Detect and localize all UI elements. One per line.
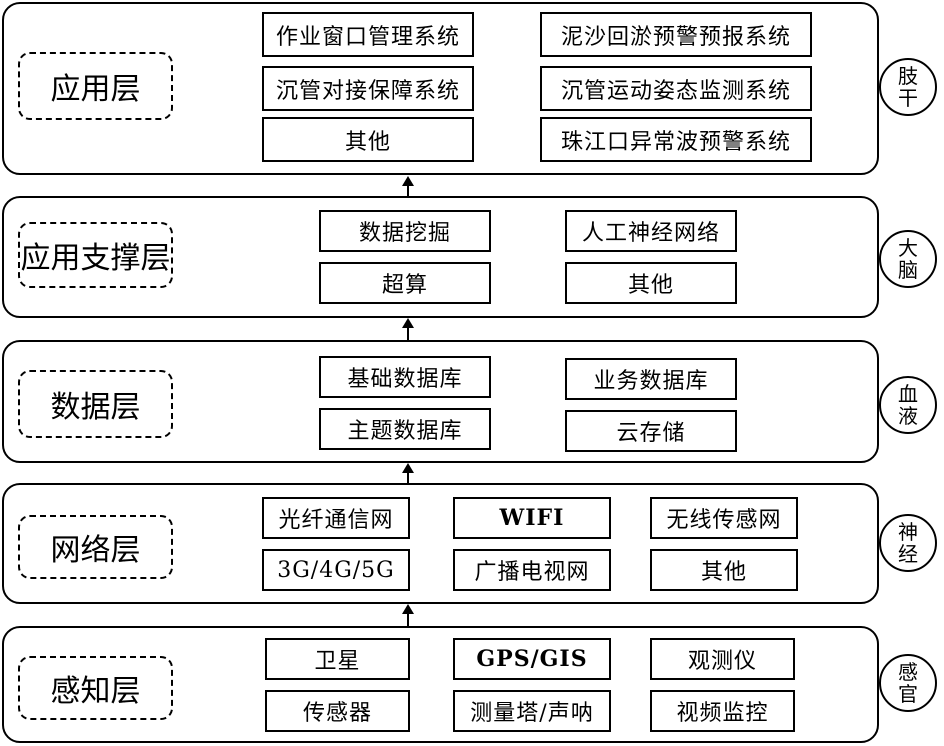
network-mobile: 3G/4G/5G	[262, 549, 410, 591]
app-system-wave-warning: 珠江口异常波预警系统	[540, 117, 812, 162]
side-label-brain: 大 脑	[879, 230, 937, 288]
side-label-blood-char-2: 液	[898, 404, 918, 428]
data-theme-database: 主题数据库	[319, 408, 491, 450]
arrow-head	[402, 463, 414, 473]
side-label-brain-char-2: 脑	[898, 258, 918, 282]
data-base-database: 基础数据库	[319, 356, 491, 398]
data-layer-label: 数据层	[18, 370, 173, 438]
perception-observer: 观测仪	[650, 638, 795, 680]
network-wifi: WIFI	[453, 497, 611, 539]
network-other: 其他	[650, 549, 798, 591]
side-label-nerve-char-2: 经	[898, 542, 918, 566]
app-system-tunnel-motion-monitor: 沉管运动姿态监测系统	[540, 66, 812, 111]
perception-video-monitor: 视频监控	[650, 690, 795, 732]
side-label-nerve: 神 经	[879, 514, 937, 572]
side-label-senses-char-1: 感	[898, 660, 918, 684]
perception-tower-sonar: 测量塔/声呐	[453, 690, 611, 732]
support-neural-network: 人工神经网络	[565, 210, 737, 252]
side-label-nerve-char-1: 神	[898, 520, 918, 544]
perception-satellite: 卫星	[265, 638, 410, 680]
side-label-senses: 感 官	[879, 654, 937, 712]
network-layer	[2, 483, 879, 604]
arrow-head	[402, 318, 414, 328]
perception-sensor: 传感器	[265, 690, 410, 732]
perception-layer-label: 感知层	[18, 656, 173, 720]
arrow-shaft	[407, 471, 409, 483]
arrow-shaft	[407, 184, 409, 196]
application-support-layer	[2, 196, 879, 318]
app-system-other: 其他	[262, 117, 474, 162]
application-layer	[2, 2, 879, 175]
arrow-head	[402, 176, 414, 186]
app-system-tunnel-docking: 沉管对接保障系统	[262, 66, 474, 111]
data-layer	[2, 340, 879, 463]
support-other: 其他	[565, 262, 737, 304]
data-business-database: 业务数据库	[565, 358, 737, 400]
side-label-limbs-char-2: 干	[898, 86, 918, 110]
network-fiber: 光纤通信网	[262, 497, 410, 539]
network-layer-label: 网络层	[18, 515, 173, 579]
side-label-blood-char-1: 血	[898, 382, 918, 406]
side-label-limbs: 肢 干	[879, 58, 937, 116]
side-label-senses-char-2: 官	[898, 682, 918, 706]
side-label-brain-char-1: 大	[898, 236, 918, 260]
application-support-layer-label: 应用支撑层	[18, 222, 173, 288]
support-data-mining: 数据挖掘	[319, 210, 491, 252]
perception-layer	[2, 626, 879, 743]
arrow-shaft	[407, 612, 409, 626]
data-cloud-storage: 云存储	[565, 410, 737, 452]
side-label-limbs-char-1: 肢	[898, 64, 918, 88]
perception-gps-gis: GPS/GIS	[453, 638, 611, 680]
app-system-sediment-warning: 泥沙回淤预警预报系统	[540, 12, 812, 57]
side-label-blood: 血 液	[879, 376, 937, 434]
app-system-window-management: 作业窗口管理系统	[262, 12, 474, 57]
arrow-head	[402, 604, 414, 614]
support-supercomputing: 超算	[319, 262, 491, 304]
application-layer-label: 应用层	[18, 52, 173, 120]
network-broadcast-tv: 广播电视网	[453, 549, 611, 591]
network-wireless-sensor: 无线传感网	[650, 497, 798, 539]
arrow-shaft	[407, 326, 409, 340]
